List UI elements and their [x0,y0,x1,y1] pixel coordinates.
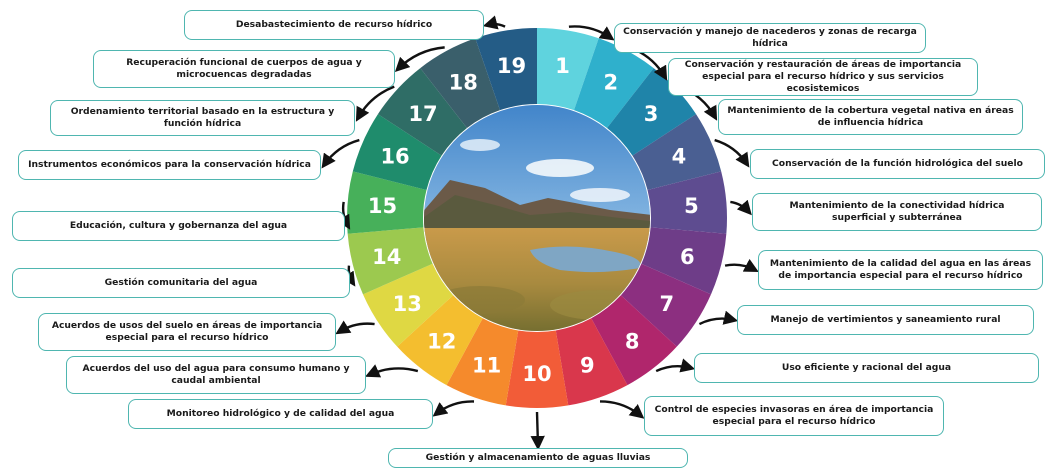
label-11: Monitoreo hidrológico y de calidad del a… [128,399,433,429]
label-12: Acuerdos del uso del agua para consumo h… [66,356,366,394]
arrow-4 [714,138,750,168]
arrow-9 [599,400,645,419]
segment-number-19: 19 [497,54,526,78]
segment-number-10: 10 [522,362,551,386]
arrow-6 [724,258,759,273]
segment-number-15: 15 [368,194,397,218]
arrow-8 [655,358,696,373]
wheel-segment-4 [632,114,722,191]
arrow-13 [335,320,375,335]
wheel-segment-11 [446,318,519,406]
label-14: Gestión comunitaria del agua [12,268,350,298]
arrow-17 [355,85,395,122]
arrow-5 [730,199,752,216]
segment-number-8: 8 [625,329,640,353]
label-2: Conservación y restauración de áreas de … [668,58,978,96]
label-4: Conservación de la función hidrológica d… [750,149,1045,179]
wheel-segment-10 [505,330,569,409]
segment-number-4: 4 [672,145,687,169]
segment-number-16: 16 [380,145,409,169]
arrow-10 [530,411,545,451]
segment-number-17: 17 [408,102,437,126]
wheel-segment-13 [363,263,454,347]
segment-number-1: 1 [555,54,570,78]
arrow-1 [568,25,615,41]
label-1: Conservación y manejo de nacederos y zon… [614,23,926,53]
wheel-segment-12 [397,295,483,386]
wheel-segment-15 [347,171,427,234]
segment-number-2: 2 [603,71,618,95]
segment-number-7: 7 [659,292,674,316]
wheel-segment-16 [352,114,442,191]
wheel-segment-8 [591,295,677,386]
arrow-16 [321,138,360,169]
label-7: Manejo de vertimientos y saneamiento rur… [737,305,1034,335]
wheel-segment-19 [475,28,537,111]
arrow-18 [394,46,445,73]
wheel-segment-7 [620,263,711,347]
label-18: Recuperación funcional de cuerpos de agu… [93,50,395,88]
segment-number-18: 18 [449,71,478,95]
wheel-segment-9 [555,318,628,406]
arrow-7 [698,310,739,326]
label-16: Instrumentos económicos para la conserva… [18,150,321,180]
segment-number-5: 5 [684,194,699,218]
label-5: Mantenimiento de la conectividad hídrica… [752,193,1042,231]
label-13: Acuerdos de usos del suelo en áreas de i… [38,313,336,351]
label-10: Gestión y almacenamiento de aguas lluvia… [388,448,688,468]
label-19: Desabastecimiento de recurso hídrico [184,10,484,40]
wheel-segment-1 [537,28,599,111]
wheel-segment-17 [377,68,467,156]
label-3: Mantenimiento de la cobertura vegetal na… [718,99,1023,135]
label-9: Control de especies invasoras en área de… [644,396,944,436]
segment-number-14: 14 [372,245,401,269]
wheel-segment-5 [647,171,727,234]
wheel-segment-6 [641,227,727,295]
segment-number-13: 13 [393,292,422,316]
segment-number-9: 9 [580,354,595,378]
segment-number-6: 6 [680,245,695,269]
arrow-12 [365,364,419,378]
label-17: Ordenamiento territorial basado en la es… [50,100,355,136]
arrow-11 [432,400,475,417]
label-15: Educación, cultura y gobernanza del agua [12,211,345,241]
label-6: Mantenimiento de la calidad del agua en … [758,250,1043,290]
segment-number-11: 11 [472,354,501,378]
label-8: Uso eficiente y racional del agua [694,353,1039,383]
segment-number-3: 3 [644,102,659,126]
wheel-segment-2 [574,38,654,129]
arrow-19 [482,15,506,30]
wheel-segment-18 [420,38,500,129]
wheel-segment-14 [347,227,433,295]
segment-number-12: 12 [427,329,456,353]
